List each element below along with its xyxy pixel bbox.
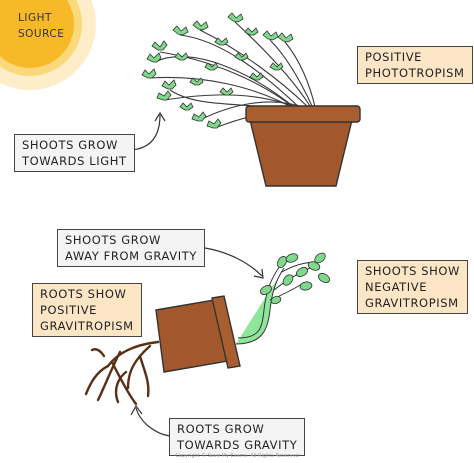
copyright-footer: Copyright © Save My Exams. All Rights Re… bbox=[175, 453, 299, 459]
top-plant-stems bbox=[149, 21, 316, 129]
shoots-grow-away-from-gravity-label: SHOOTS GROW AWAY FROM GRAVITY bbox=[57, 229, 205, 267]
roots-grow-towards-gravity-label: ROOTS GROW TOWARDS GRAVITY bbox=[169, 418, 306, 456]
shoots-grow-towards-light-label: SHOOTS GROW TOWARDS LIGHT bbox=[14, 134, 135, 172]
arrow-towards-light bbox=[131, 111, 166, 151]
arrow-away-from-gravity bbox=[204, 247, 264, 279]
positive-phototropism-label: POSITIVE PHOTOTROPISM bbox=[357, 46, 473, 84]
top-plant-leaves bbox=[141, 12, 294, 129]
shoots-show-negative-gravitropism-label: SHOOTS SHOW NEGATIVE GRAVITROPISM bbox=[357, 260, 469, 314]
bottom-pot bbox=[155, 295, 241, 373]
roots-show-positive-gravitropism-label: ROOTS SHOW POSITIVE GRAVITROPISM bbox=[32, 283, 142, 337]
arrow-towards-gravity bbox=[130, 404, 171, 437]
roots bbox=[84, 340, 160, 406]
light-source-label: LIGHT SOURCE bbox=[18, 12, 65, 40]
sun-icon bbox=[0, 0, 96, 90]
top-pot bbox=[245, 105, 361, 187]
bottom-shoot-leaves bbox=[260, 252, 330, 305]
